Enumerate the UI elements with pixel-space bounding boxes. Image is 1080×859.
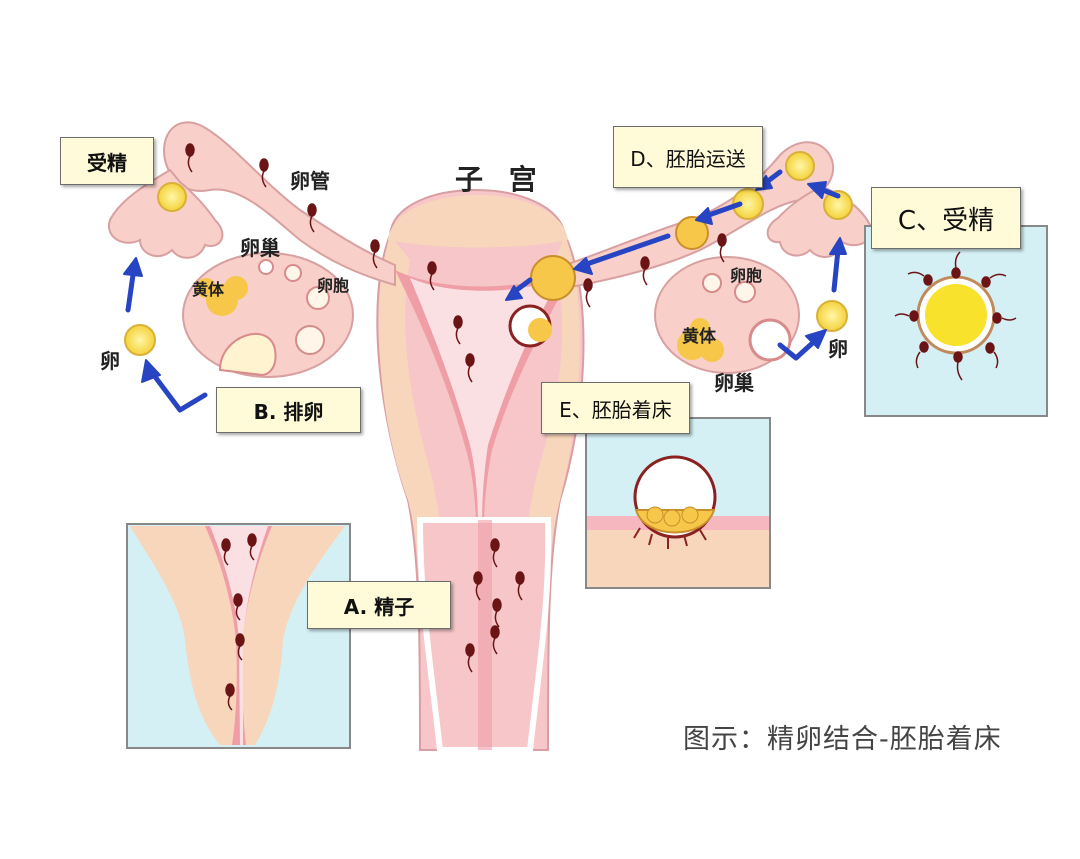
inset-fertilization	[864, 225, 1048, 417]
right-follicle: 卵胞	[730, 266, 763, 285]
callout-transport: D、胚胎运送	[613, 126, 763, 188]
egg-right-fertilized	[823, 190, 853, 220]
uterus-fundus	[388, 195, 568, 248]
sperm	[370, 239, 380, 269]
sperm-cells	[185, 143, 727, 673]
callout-sperm: A. 精子	[307, 581, 451, 629]
left-fallopian-tube	[163, 121, 396, 287]
sperm	[490, 625, 500, 655]
egg-left-tube	[157, 182, 187, 212]
callout-fertilization-right: C、受精	[871, 187, 1021, 249]
inset-implantation	[585, 417, 771, 589]
figure-caption: 图示：精卵结合-胚胎着床	[683, 724, 1002, 755]
callout-ovulation: B. 排卵	[216, 387, 361, 433]
blastocyst-inner	[528, 318, 552, 342]
uterus-label: 子 宫	[455, 163, 545, 196]
right-ovary-title: 卵巢	[714, 371, 754, 395]
egg-left	[124, 324, 156, 356]
sperm	[465, 643, 475, 673]
left-corpus-luteum: 黄体	[192, 280, 225, 299]
sperm	[427, 261, 437, 291]
arrow-egg-to-tube-left	[123, 257, 143, 313]
arrow-transport-4	[505, 277, 533, 301]
left-fimbriae	[107, 168, 224, 259]
right-corpus-luteum: 黄体	[682, 327, 716, 347]
egg-right	[816, 300, 848, 332]
sperm	[465, 353, 475, 383]
egg-left-label: 卵	[100, 349, 120, 373]
sperm	[473, 571, 483, 601]
morula	[675, 216, 709, 250]
blastocyst-cavity	[530, 255, 576, 301]
arrow-ovulation-left	[141, 359, 208, 413]
sperm	[515, 571, 525, 601]
callout-fertilization-left: 受精	[60, 137, 154, 185]
sperm	[492, 598, 502, 628]
tube-label: 卵管	[290, 169, 330, 193]
sperm	[490, 538, 500, 568]
zygote-1	[785, 151, 815, 181]
arrow-transport-3	[573, 233, 671, 275]
sperm	[259, 158, 269, 188]
left-ovary	[182, 252, 354, 378]
callout-implantation: E、胚胎着床	[541, 382, 690, 434]
sperm	[185, 143, 195, 173]
sperm	[453, 315, 463, 345]
arrow-transport-2	[695, 201, 743, 225]
left-follicle: 卵胞	[317, 276, 350, 295]
right-ovary	[654, 256, 800, 374]
left-ovary-title: 卵巢	[240, 236, 280, 260]
arrow-fertilize-right	[807, 181, 841, 199]
arrow-ovulation-right	[777, 329, 827, 361]
sperm	[307, 203, 317, 233]
sperm	[640, 256, 650, 286]
arrow-egg-to-tube-right	[829, 237, 847, 293]
sperm	[717, 233, 727, 263]
sperm	[583, 278, 593, 308]
egg-right-label: 卵	[828, 337, 848, 361]
cervical-canal	[478, 520, 492, 750]
inset-sperm	[126, 523, 351, 749]
